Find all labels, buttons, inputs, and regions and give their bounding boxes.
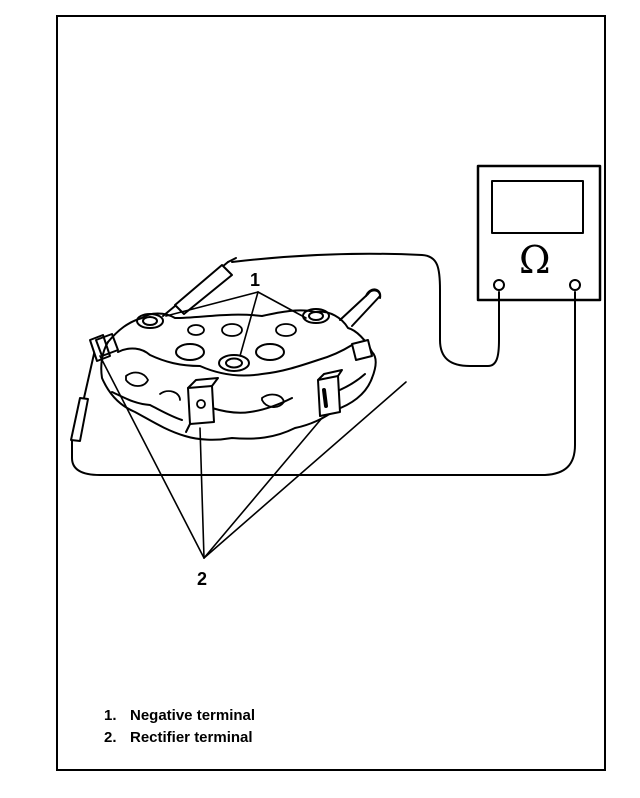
ohmmeter-terminal-right	[569, 279, 581, 291]
callout-1-leaders	[165, 291, 307, 357]
legend-item-label: Rectifier terminal	[130, 728, 253, 746]
legend-item: 1. Negative terminal	[104, 704, 255, 726]
test-lead-lower	[71, 291, 576, 476]
diagram-frame	[56, 15, 606, 771]
ohmmeter-terminal-left	[493, 279, 505, 291]
legend-item: 2. Rectifier terminal	[104, 726, 255, 748]
legend-item-number: 1.	[104, 706, 117, 724]
callout-1: 1	[250, 270, 261, 290]
ohmmeter-display	[491, 180, 584, 234]
callout-2: 2	[197, 569, 208, 589]
legend: 1. Negative terminal 2. Rectifier termin…	[104, 704, 255, 748]
rectifier-assembly	[95, 288, 382, 441]
ohmmeter-body	[476, 164, 602, 302]
test-lead-upper	[231, 252, 500, 367]
probe-upper	[162, 257, 237, 317]
ohm-symbol: Ω	[519, 238, 551, 282]
legend-item-number: 2.	[104, 728, 117, 746]
ohmmeter	[476, 164, 602, 302]
rectifier-terminal-front-left	[185, 377, 219, 433]
legend-item-label: Negative terminal	[130, 706, 256, 724]
rectifier-terminal-front-right	[317, 369, 343, 417]
rectifier-terminal-right	[351, 339, 373, 361]
rectifier-terminal-left	[95, 333, 119, 357]
callout-2-leaders	[99, 355, 407, 559]
